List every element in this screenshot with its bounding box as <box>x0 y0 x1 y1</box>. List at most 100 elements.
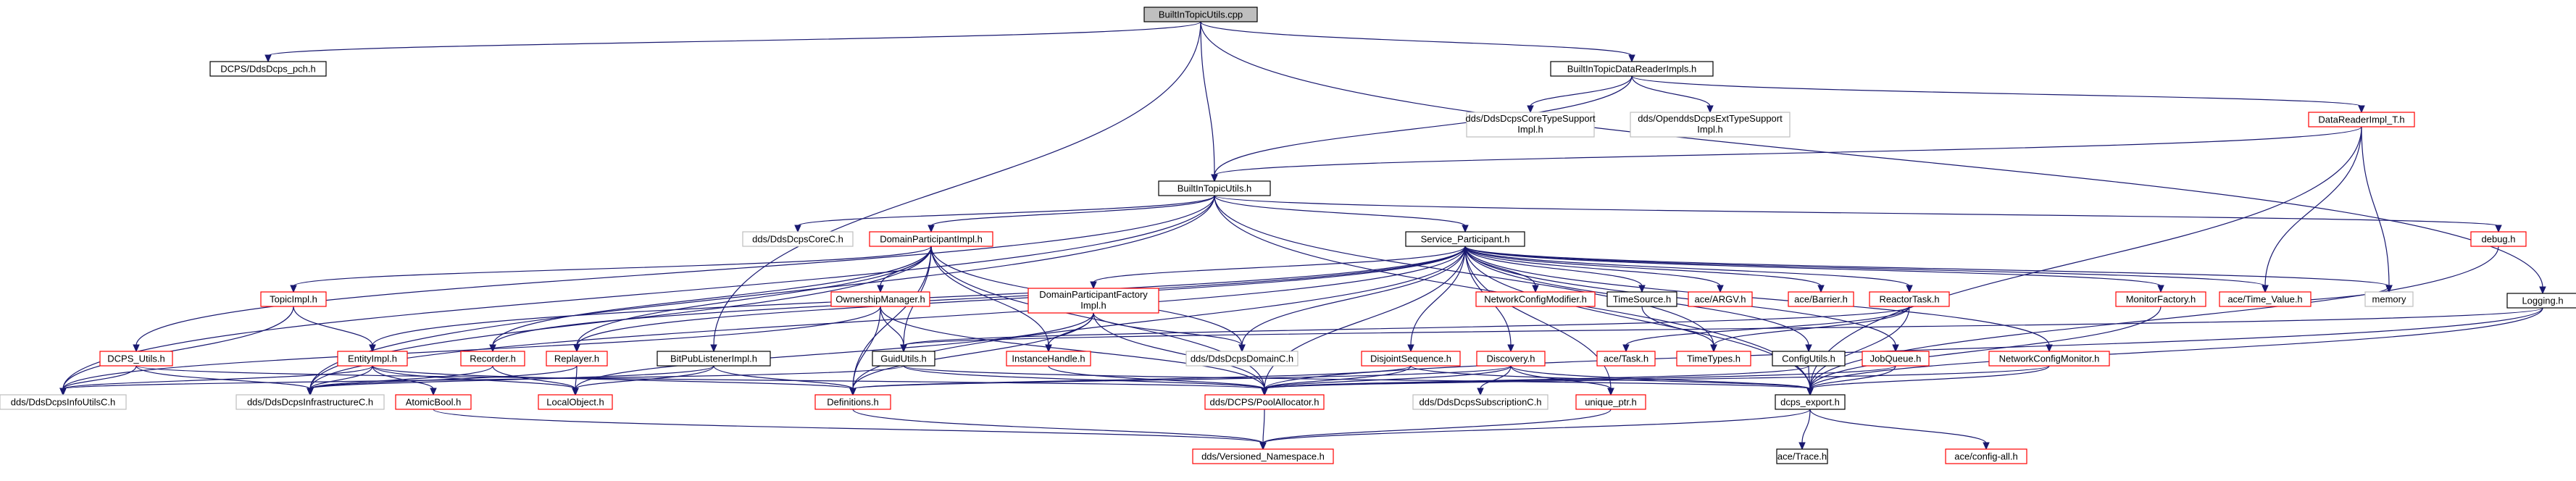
node-box <box>1676 351 1751 367</box>
node-label: TimeSource.h <box>1613 294 1671 305</box>
node-corec: dds/DdsDcpsCoreC.h <box>742 231 854 247</box>
node-acetask[interactable]: ace/Task.h <box>1596 351 1656 367</box>
node-recorder[interactable]: Recorder.h <box>460 351 525 367</box>
node-insthandle[interactable]: InstanceHandle.h <box>1006 351 1091 367</box>
node-label: DCPS_Utils.h <box>107 354 164 364</box>
node-dcpsexport[interactable]: dcps_export.h <box>1775 394 1846 410</box>
node-subscrc: dds/DdsDcpsSubscriptionC.h <box>1412 394 1548 410</box>
node-svc[interactable]: Service_Participant.h <box>1405 231 1525 247</box>
edge-svc-to-monfac <box>1464 246 2164 293</box>
node-replayer[interactable]: Replayer.h <box>546 351 608 367</box>
node-dri_t[interactable]: DataReaderImpl_T.h <box>2308 112 2415 127</box>
node-definitions[interactable]: Definitions.h <box>814 394 891 410</box>
node-box <box>1412 394 1548 410</box>
node-monfac[interactable]: MonitorFactory.h <box>2115 291 2206 307</box>
node-timesrc[interactable]: TimeSource.h <box>1606 291 1677 307</box>
node-label: dds/DdsDcpsCoreC.h <box>752 234 843 245</box>
edge-biu_h-to-dpi <box>928 195 1215 233</box>
node-label: Impl.h <box>1517 124 1543 135</box>
node-guidutils[interactable]: GuidUtils.h <box>872 351 935 367</box>
edge-biu_h-to-dcpsutils <box>133 195 1215 353</box>
node-label: ace/config-all.h <box>1954 451 2017 462</box>
node-ncm[interactable]: NetworkConfigModifier.h <box>1475 291 1596 307</box>
graph-edges <box>59 21 2546 451</box>
node-label: ace/Trace.h <box>1777 451 1827 462</box>
node-bitpub[interactable]: BitPubListenerImpl.h <box>656 351 771 367</box>
node-label: MonitorFactory.h <box>2126 294 2196 305</box>
node-atomicbool[interactable]: AtomicBool.h <box>395 394 472 410</box>
node-localobj[interactable]: LocalObject.h <box>538 394 613 410</box>
node-jobqueue[interactable]: JobQueue.h <box>1862 351 1930 367</box>
node-poolalloc[interactable]: dds/DCPS/PoolAllocator.h <box>1204 394 1325 410</box>
node-dcpsutils[interactable]: DCPS_Utils.h <box>99 351 173 367</box>
node-box <box>1988 351 2110 367</box>
node-label: TopicImpl.h <box>270 294 317 305</box>
edge-svc-to-infrac <box>307 246 1466 396</box>
edge-root-to-biu_h <box>1200 21 1218 183</box>
edge-root-to-bitdri <box>1200 21 1635 63</box>
node-versioned[interactable]: dds/Versioned_Namespace.h <box>1192 448 1334 464</box>
node-infoutils: dds/DdsDcpsInfoUtilsC.h <box>0 394 127 410</box>
node-root[interactable]: BuiltInTopicUtils.cpp <box>1143 7 1258 22</box>
node-box <box>814 394 891 410</box>
node-label: Replayer.h <box>554 354 599 364</box>
node-box <box>2308 112 2415 127</box>
node-label: BuiltInTopicUtils.h <box>1177 183 1252 194</box>
edge-bitdri-to-dri_t <box>1631 75 2365 114</box>
node-barrier[interactable]: ace/Barrier.h <box>1788 291 1854 307</box>
node-bitdri[interactable]: BuiltInTopicDataReaderImpls.h <box>1550 61 1714 77</box>
node-box <box>1688 291 1753 307</box>
node-box <box>337 351 408 367</box>
node-box <box>460 351 525 367</box>
node-box <box>742 231 854 247</box>
node-label: BuiltInTopicUtils.cpp <box>1159 9 1243 20</box>
node-configutils[interactable]: ConfigUtils.h <box>1772 351 1846 367</box>
node-ownmgr[interactable]: OwnershipManager.h <box>830 291 930 307</box>
node-reactortask[interactable]: ReactorTask.h <box>1869 291 1950 307</box>
node-pch[interactable]: DCPS/DdsDcps_pch.h <box>209 61 327 77</box>
edge-netcfgmon-to-poolalloc <box>1261 365 2050 396</box>
node-label: OwnershipManager.h <box>835 294 925 305</box>
node-topicimpl[interactable]: TopicImpl.h <box>260 291 327 307</box>
edge-dri_t-to-biu_h <box>1211 126 2362 183</box>
edge-reactortask-to-timetypes <box>1710 306 1910 353</box>
node-entityimpl[interactable]: EntityImpl.h <box>337 351 408 367</box>
node-label: LocalObject.h <box>546 397 604 408</box>
node-label: DomainParticipantImpl.h <box>880 234 983 245</box>
node-discovery[interactable]: Discovery.h <box>1476 351 1546 367</box>
node-netcfgmon[interactable]: NetworkConfigMonitor.h <box>1988 351 2110 367</box>
node-box <box>1945 448 2027 464</box>
node-disjseq[interactable]: DisjointSequence.h <box>1361 351 1461 367</box>
node-dpi[interactable]: DomainParticipantImpl.h <box>869 231 993 247</box>
node-logging[interactable]: Logging.h <box>2506 293 2576 309</box>
node-label: NetworkConfigModifier.h <box>1484 294 1587 305</box>
node-argv[interactable]: ace/ARGV.h <box>1688 291 1753 307</box>
node-box <box>1475 291 1596 307</box>
node-timeval[interactable]: ace/Time_Value.h <box>2219 291 2312 307</box>
node-label: EntityImpl.h <box>348 354 397 364</box>
node-label: Impl.h <box>1080 300 1106 311</box>
node-label: TimeTypes.h <box>1687 354 1741 364</box>
node-debug[interactable]: debug.h <box>2470 231 2527 247</box>
node-label: Impl.h <box>1697 124 1722 135</box>
node-box <box>1606 291 1677 307</box>
node-biu_h[interactable]: BuiltInTopicUtils.h <box>1158 180 1271 196</box>
node-box <box>1028 288 1159 314</box>
edge-svc-to-ncm <box>1464 246 1539 293</box>
node-box <box>1143 7 1258 22</box>
node-box <box>1869 291 1950 307</box>
node-configall[interactable]: ace/config-all.h <box>1945 448 2027 464</box>
node-label: DisjointSequence.h <box>1370 354 1451 364</box>
edge-dcpsutils-to-infoutils <box>59 365 137 396</box>
edge-topicimpl-to-entityimpl <box>293 306 376 353</box>
edge-recorder-to-localobj <box>492 365 579 396</box>
node-box <box>395 394 472 410</box>
node-label: GuidUtils.h <box>880 354 927 364</box>
edge-biu_h-to-timetypes <box>1214 195 1717 353</box>
node-timetypes[interactable]: TimeTypes.h <box>1676 351 1751 367</box>
node-label: JobQueue.h <box>1870 354 1922 364</box>
node-uniqueptr[interactable]: unique_ptr.h <box>1575 394 1646 410</box>
node-acetrace[interactable]: ace/Trace.h <box>1776 448 1828 464</box>
edge-definitions-to-versioned <box>852 409 1267 451</box>
